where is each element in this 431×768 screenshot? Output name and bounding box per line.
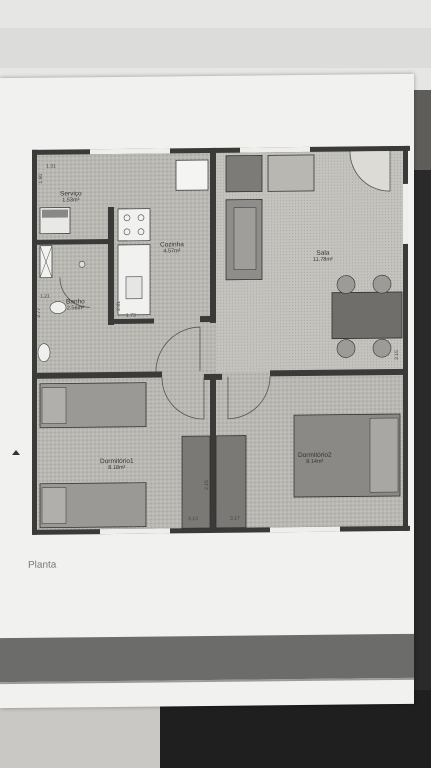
- chair-icon: [336, 275, 356, 294]
- room-area: 8.14m²: [306, 458, 324, 465]
- toilet-icon: [49, 301, 67, 314]
- chair-icon: [372, 274, 392, 294]
- room-label-servico: Serviço 1.53m²: [60, 190, 82, 204]
- dimension-label: 1.21: [40, 293, 50, 300]
- tanque-top: [42, 209, 68, 218]
- room-label-sala: Sala 11.78m²: [313, 250, 333, 263]
- dimension-label: 3.13: [188, 516, 198, 523]
- room-label-dormitorio2: Dormitório2 8.14m²: [298, 452, 332, 465]
- floor-plan-sheet: Serviço 1.53m² Cozinha 4.57m² Sala 11.78…: [0, 73, 414, 709]
- drain-icon: [78, 261, 86, 268]
- room-label-banho: Banho 2.56m²: [66, 298, 85, 311]
- dimension-label: 1.31: [46, 163, 56, 170]
- wall-dorm1-top: [32, 371, 162, 379]
- wall-cozinha-bottom: [108, 318, 154, 325]
- room-label-cozinha: Cozinha 4.57m²: [160, 241, 184, 254]
- fridge-icon: [175, 159, 209, 191]
- wall-sala-cozinha: [210, 147, 216, 323]
- window-top-1: [90, 148, 170, 155]
- wall-hall-stub: [204, 373, 222, 381]
- bed-icon: [39, 482, 147, 529]
- door-arc-entry: [349, 151, 391, 192]
- door-arc-banho: [59, 277, 91, 308]
- dimension-label: 2.77: [35, 307, 42, 318]
- dimension-label: 3.17: [230, 515, 240, 522]
- wall-servico-banho: [32, 239, 110, 245]
- plan-caption: Planta: [28, 559, 57, 571]
- north-marker-icon: [12, 449, 20, 456]
- window-bottom-1: [100, 528, 170, 535]
- room-area: 11.78m²: [313, 256, 333, 263]
- room-area: 2.56m²: [66, 304, 84, 311]
- dimension-label: 2.15: [203, 480, 210, 490]
- wall-left: [32, 149, 37, 535]
- room-area: 4.57m²: [163, 247, 181, 254]
- dimension-label: 3.15: [393, 350, 400, 360]
- tv-rack-icon: [267, 154, 315, 192]
- armchair-icon: [225, 155, 263, 193]
- room-label-dormitorio1: Dormitório1 8.18m²: [100, 458, 134, 471]
- room-area: 8.18m²: [108, 464, 126, 471]
- wall-dorm2-top: [270, 368, 408, 377]
- room-area: 1.53m²: [62, 196, 80, 204]
- door-arc-kitchen: [155, 326, 201, 372]
- wardrobe-icon: [215, 435, 247, 529]
- bed-icon: [39, 382, 147, 429]
- chair-icon: [336, 339, 356, 358]
- dark-band: [0, 633, 414, 683]
- floor-plan: Serviço 1.53m² Cozinha 4.57m² Sala 11.78…: [30, 144, 414, 608]
- sink-icon: [37, 343, 51, 363]
- wall-cozinha-left: [108, 206, 114, 326]
- dimension-label: 2.81: [115, 301, 122, 311]
- wall-dorm-divider: [210, 373, 216, 532]
- stove-icon: [117, 208, 151, 242]
- dimension-label: 1.73: [126, 312, 136, 319]
- door-arc-dorm2: [227, 376, 271, 420]
- dimension-label: 1.60: [37, 173, 44, 184]
- floor-plan-drawing: [32, 145, 410, 535]
- background-wall-band: [0, 28, 431, 68]
- window-top-2: [240, 146, 310, 153]
- dining-table-icon: [331, 291, 403, 340]
- wall-cozinha-corner: [200, 315, 216, 323]
- kitchen-sink-icon: [125, 276, 143, 300]
- door-arc-dorm1: [161, 377, 205, 420]
- window-right: [403, 183, 408, 244]
- chair-icon: [372, 338, 392, 358]
- window-bottom-2: [270, 526, 340, 533]
- wardrobe-icon: [181, 435, 211, 529]
